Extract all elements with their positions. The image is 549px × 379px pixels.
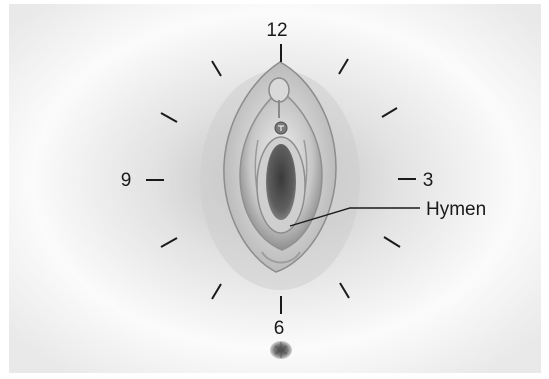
clitoral-hood [269, 78, 289, 102]
vaginal-opening [266, 144, 296, 220]
label-12: 12 [266, 20, 287, 41]
label-6: 6 [274, 318, 285, 339]
hymen-label: Hymen [426, 199, 486, 220]
label-9: 9 [121, 170, 132, 191]
label-3: 3 [423, 170, 434, 191]
